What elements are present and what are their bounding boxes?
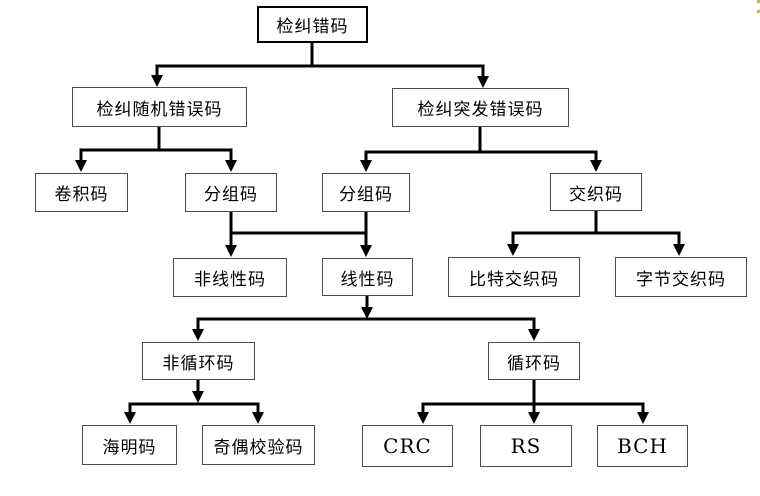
node-non-cyclic-code: 非循环码: [142, 342, 255, 380]
edge-cyclic-to-children: [417, 380, 649, 424]
node-parity-check-code: 奇偶校验码: [202, 425, 315, 465]
node-block-code-burst: 分组码: [322, 173, 410, 212]
edge-artifact-dot: [757, 0, 760, 3]
edge-blockcodes-to-linear-split: [225, 212, 372, 257]
edge-burst-to-children: [360, 127, 602, 172]
edge-noncyclic-to-children: [124, 380, 264, 424]
edge-artifact-dot: [757, 10, 760, 13]
node-hamming-code: 海明码: [82, 425, 177, 465]
node-crc-code: CRC: [362, 425, 453, 467]
node-byte-interleaved-code: 字节交织码: [615, 257, 747, 297]
node-interleaved-code: 交织码: [550, 173, 642, 211]
node-block-code-random: 分组码: [185, 173, 277, 212]
node-cyclic-code: 循环码: [488, 342, 580, 380]
node-linear-code: 线性码: [322, 258, 413, 296]
node-convolutional-code: 卷积码: [35, 173, 128, 212]
edge-root-to-children: [151, 43, 489, 88]
edge-random-to-children: [75, 127, 237, 172]
node-nonlinear-code: 非线性码: [173, 258, 287, 297]
node-burst-error-codes: 检纠突发错误码: [392, 88, 569, 127]
node-bch-code: BCH: [597, 425, 688, 467]
node-bit-interleaved-code: 比特交织码: [448, 257, 580, 297]
node-error-codes: 检纠错码: [257, 6, 368, 43]
node-rs-code: RS: [480, 425, 572, 467]
edge-interleaved-to-children: [507, 211, 685, 256]
node-random-error-codes: 检纠随机错误码: [72, 87, 247, 127]
edge-linear-to-children: [192, 296, 540, 341]
